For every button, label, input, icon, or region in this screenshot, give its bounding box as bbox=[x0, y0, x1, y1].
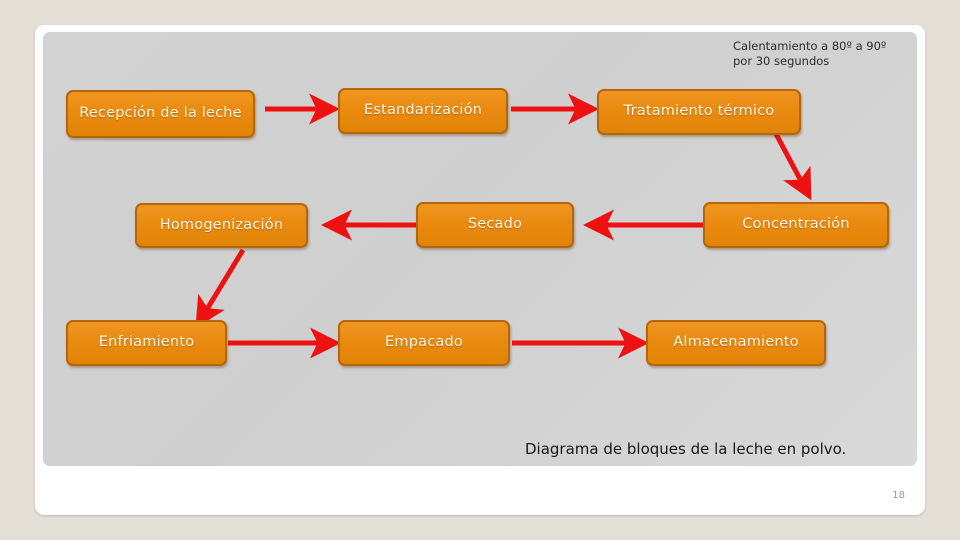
arrow-homogenizacion-enfriamiento bbox=[195, 248, 246, 329]
node-recepcion[interactable]: Recepción de la leche bbox=[66, 90, 255, 138]
arrow-tratamiento-concentracion bbox=[772, 130, 812, 201]
node-secado[interactable]: Secado bbox=[416, 202, 574, 248]
diagram-panel: Calentamiento a 80º a 90º por 30 segundo… bbox=[43, 32, 917, 466]
node-enfriamiento[interactable]: Enfriamiento bbox=[66, 320, 227, 366]
slide-card: Calentamiento a 80º a 90º por 30 segundo… bbox=[35, 25, 925, 515]
node-homogenizacion[interactable]: Homogenización bbox=[135, 203, 308, 248]
node-concentracion[interactable]: Concentración bbox=[703, 202, 889, 248]
node-tratamiento-termico[interactable]: Tratamiento térmico bbox=[597, 89, 801, 135]
node-empacado[interactable]: Empacado bbox=[338, 320, 510, 366]
diagram-caption: Diagrama de bloques de la leche en polvo… bbox=[525, 440, 847, 458]
node-estandarizacion[interactable]: Estandarización bbox=[338, 88, 508, 134]
annotation-heat-treatment: Calentamiento a 80º a 90º por 30 segundo… bbox=[733, 39, 887, 69]
node-almacenamiento[interactable]: Almacenamiento bbox=[646, 320, 826, 366]
page-number: 18 bbox=[892, 490, 905, 501]
